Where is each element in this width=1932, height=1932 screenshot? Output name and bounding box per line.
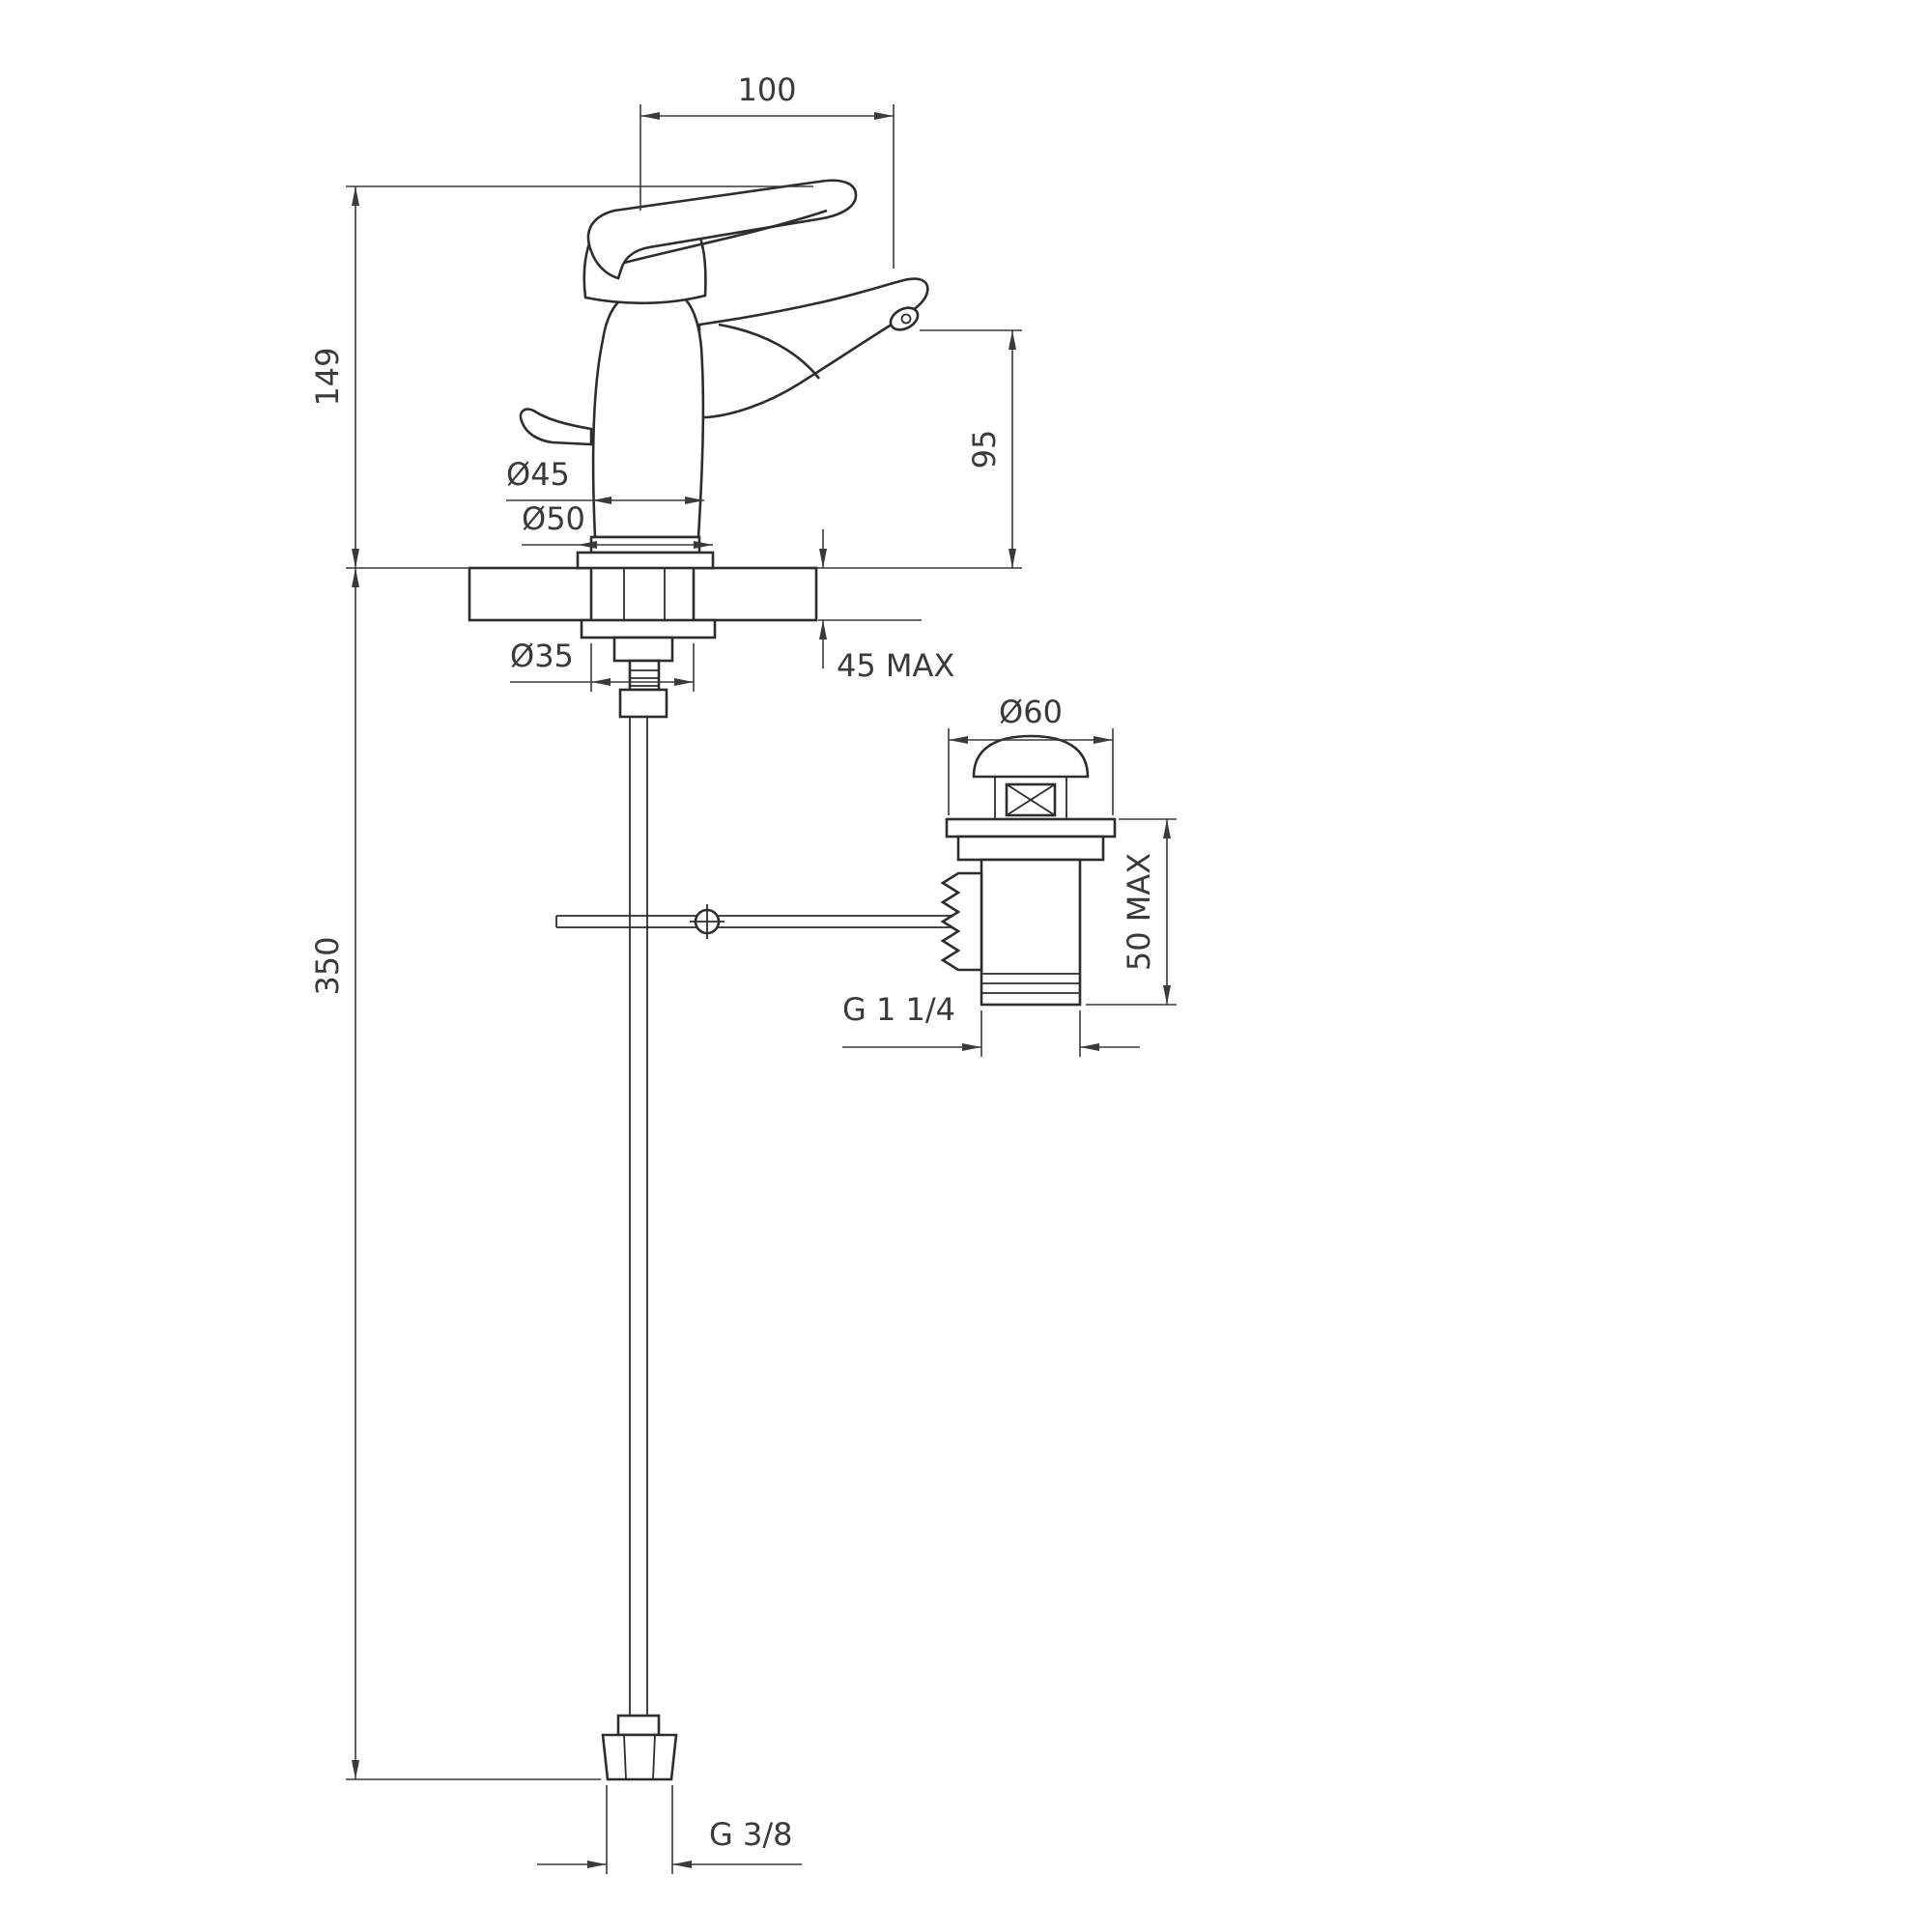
- clamp-washer: [580, 618, 717, 639]
- dim-waste-thread-label: G 1 1/4: [842, 991, 955, 1028]
- dim-supply-thread-label: G 3/8: [709, 1816, 792, 1853]
- spout-inner-curve: [718, 323, 821, 380]
- dim-body-diameter-label: Ø45: [506, 456, 570, 493]
- faucet-mixer: [519, 179, 929, 570]
- dim-height-to-deck: 149: [309, 185, 813, 568]
- pop-up-waste: [940, 734, 1117, 1007]
- faucet-spout: [696, 277, 929, 419]
- mounting-nut: [612, 636, 674, 663]
- waste-flange: [945, 817, 1117, 838]
- dim-spout-height-label: 95: [966, 430, 1003, 469]
- dim-base-diameter-label: Ø50: [522, 500, 585, 537]
- dim-waste-cap-diameter: Ø60: [948, 694, 1114, 815]
- dim-max-deck-thickness: 45 MAX: [819, 529, 954, 684]
- dim-height-label: 149: [309, 347, 346, 406]
- pop-up-rod: [555, 904, 985, 939]
- dim-spout-reach-label: 100: [737, 71, 796, 108]
- countertop-section: [346, 566, 1022, 622]
- base-flange: [576, 551, 715, 570]
- handle-inner-line: [623, 209, 828, 265]
- dim-waste-max-depth-label: 50 MAX: [1121, 853, 1157, 971]
- hose-adapter: [618, 688, 668, 719]
- waste-slot-diagonal: [1006, 783, 1056, 816]
- dim-shank-diameter: Ø35: [510, 638, 695, 692]
- waste-dome-cap: [972, 734, 1090, 779]
- dim-spout-reach: 100: [639, 71, 895, 269]
- dim-waste-cap-diameter-label: Ø60: [999, 694, 1063, 730]
- hose-collar: [616, 1714, 661, 1737]
- faucet-handle: [586, 179, 858, 280]
- pop-up-lever: [519, 408, 593, 446]
- nut-facet: [652, 1734, 656, 1780]
- nut-facet: [623, 1734, 627, 1780]
- hose-connector-nut: [601, 1733, 678, 1781]
- dim-supply-thread: G 3/8: [537, 1785, 802, 1874]
- dim-shank-diameter-label: Ø35: [510, 638, 574, 674]
- waste-seal-washer: [956, 835, 1105, 862]
- dim-spout-height: 95: [920, 329, 1022, 568]
- spout-aerator-outlet: [900, 313, 912, 325]
- waste-gland-nut: [940, 871, 983, 972]
- dim-base-diameter: Ø50: [522, 500, 713, 549]
- dim-max-deck-thickness-label: 45 MAX: [837, 647, 954, 684]
- deck-hatch-left: [468, 566, 593, 622]
- dim-waste-max-depth: 50 MAX: [1086, 818, 1177, 1006]
- supply-hose: [601, 717, 678, 1781]
- dim-hose-length-label: 350: [309, 936, 346, 995]
- spout-aerator: [889, 306, 920, 331]
- dim-hose-length: 350: [309, 568, 601, 1780]
- deck-hatch-right: [692, 566, 818, 622]
- dim-body-diameter: Ø45: [506, 456, 704, 504]
- waste-body: [980, 858, 1082, 1007]
- dim-waste-thread: G 1 1/4: [842, 991, 1140, 1057]
- mounting-hardware: [580, 568, 717, 719]
